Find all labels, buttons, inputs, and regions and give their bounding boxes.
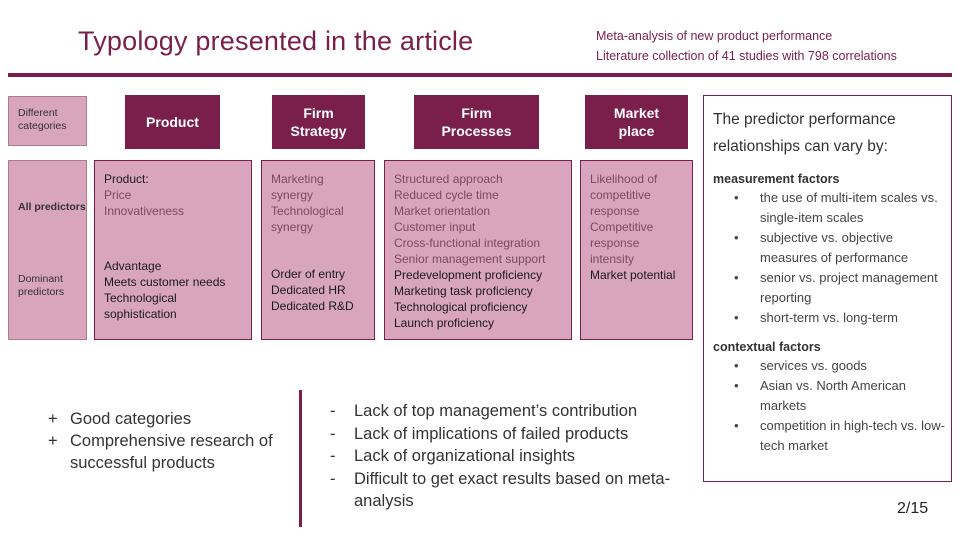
dominant-predictors-label: Dominant predictors [18,273,65,298]
dominant-predictor-item: Advantage [104,259,162,273]
dominant-predictor-item: Launch proficiency [394,316,495,330]
list-item: short-term vs. long-term [713,308,949,328]
predictor-box-firm-processes: Structured approach Reduced cycle time M… [384,160,572,340]
all-predictors-label: All predictors [18,201,86,213]
predictor-item: competitive [590,188,651,202]
contextual-factors-title: contextual factors [713,340,821,354]
predictor-item: Product: [104,172,149,186]
page-number: 2/15 [897,500,929,517]
category-header-product: Product [125,95,220,149]
predictor-box-product: Product: Price Innovativeness Advantage … [94,160,252,340]
list-item: competition in high-tech vs. low-tech ma… [713,416,949,456]
meta-info: Meta-analysis of new product performance… [596,26,897,66]
predictor-box-market-place: Likelihood of competitive response Compe… [580,160,693,340]
list-item: + Good categories [48,408,290,430]
category-header-line: Strategy [290,123,347,139]
category-header-firm-strategy: Firm Strategy [272,95,365,149]
predictor-item: Likelihood of [590,172,658,186]
predictor-item: intensity [590,252,635,266]
dominant-predictor-item: Dedicated R&D [271,299,354,313]
dominant-predictor-item: Predevelopment proficiency [394,268,543,282]
dominant-predictor-item: Dedicated HR [271,283,346,297]
predictor-level-labels: All predictors Dominant predictors [8,160,87,340]
dominant-predictor-item: Technological [104,291,177,305]
meta-line-1: Meta-analysis of new product performance [596,29,833,43]
list-item: the use of multi-item scales vs. single-… [713,188,949,228]
predictor-item: synergy [271,220,314,234]
moderators-intro: The predictor performance relationships … [713,111,896,155]
predictor-item: Reduced cycle time [394,188,499,202]
predictor-item: Marketing [271,172,324,186]
list-item: - Difficult to get exact results based o… [330,468,694,513]
pro-text: Comprehensive research of successful pro… [70,432,273,472]
minus-marker: - [330,447,336,465]
category-header-line: place [618,123,655,139]
measurement-factors-list: the use of multi-item scales vs. single-… [713,188,951,328]
category-header-line: Market [613,105,660,121]
predictor-item: Competitive [590,220,654,234]
category-header-market-place: Market place [585,95,688,149]
cons-list: - Lack of top management’s contribution … [330,400,694,513]
category-header-line: Processes [441,123,512,139]
dominant-predictor-item: Technological proficiency [394,300,528,314]
con-text: Lack of organizational insights [354,447,576,465]
moderators-panel: The predictor performance relationships … [703,95,952,482]
list-item: services vs. goods [713,356,949,376]
meta-line-2: Literature collection of 41 studies with… [596,49,897,63]
different-categories-label: Different categories [8,96,87,146]
predictor-item: Innovativeness [104,204,185,218]
category-header-product-label: Product [146,114,199,130]
slide-title: Typology presented in the article [78,26,474,56]
predictor-item: Market orientation [394,204,491,218]
list-item: subjective vs. objective measures of per… [713,228,949,268]
pros-cons-divider [299,390,302,527]
list-item: Asian vs. North American markets [713,376,949,416]
dominant-predictor-item: sophistication [104,307,177,321]
list-item: - Lack of top management’s contribution [330,400,694,423]
dominant-predictor-item: Market potential [590,268,676,282]
minus-marker: - [330,469,336,488]
predictor-box-firm-strategy: Marketing synergy Technological synergy … [261,160,375,340]
predictor-item: Senior management support [394,252,546,266]
category-header-firm-processes: Firm Processes [414,95,539,149]
con-text: Difficult to get exact results based on … [354,469,671,511]
pro-text: Good categories [70,410,192,428]
con-text: Lack of top management’s contribution [354,402,638,420]
plus-marker: + [48,410,58,428]
category-header-line: Firm [461,105,492,121]
predictor-item: Technological [271,204,344,218]
con-text: Lack of implications of failed products [354,424,629,443]
category-header-line: Firm [303,105,334,121]
predictor-item: Price [104,188,132,202]
list-item: - Lack of implications of failed product… [330,423,694,446]
predictor-item: response [590,204,640,218]
pros-list: + Good categories + Comprehensive resear… [48,408,290,474]
dominant-predictor-item: Order of entry [271,267,346,281]
list-item: senior vs. project management reporting [713,268,949,308]
list-item: + Comprehensive research of successful p… [48,430,290,474]
predictor-item: response [590,236,640,250]
predictor-item: synergy [271,188,314,202]
dominant-predictor-item: Marketing task proficiency [394,284,533,298]
predictor-item: Structured approach [394,172,503,186]
list-item: - Lack of organizational insights [330,445,694,468]
measurement-factors-title: measurement factors [713,172,840,186]
predictor-item: Cross-functional integration [394,236,541,250]
plus-marker: + [48,432,58,450]
predictor-item: Customer input [394,220,476,234]
contextual-factors-list: services vs. goods Asian vs. North Ameri… [713,356,951,456]
minus-marker: - [330,402,336,420]
title-divider [8,73,952,77]
dominant-predictor-item: Meets customer needs [104,275,226,289]
minus-marker: - [330,424,336,443]
